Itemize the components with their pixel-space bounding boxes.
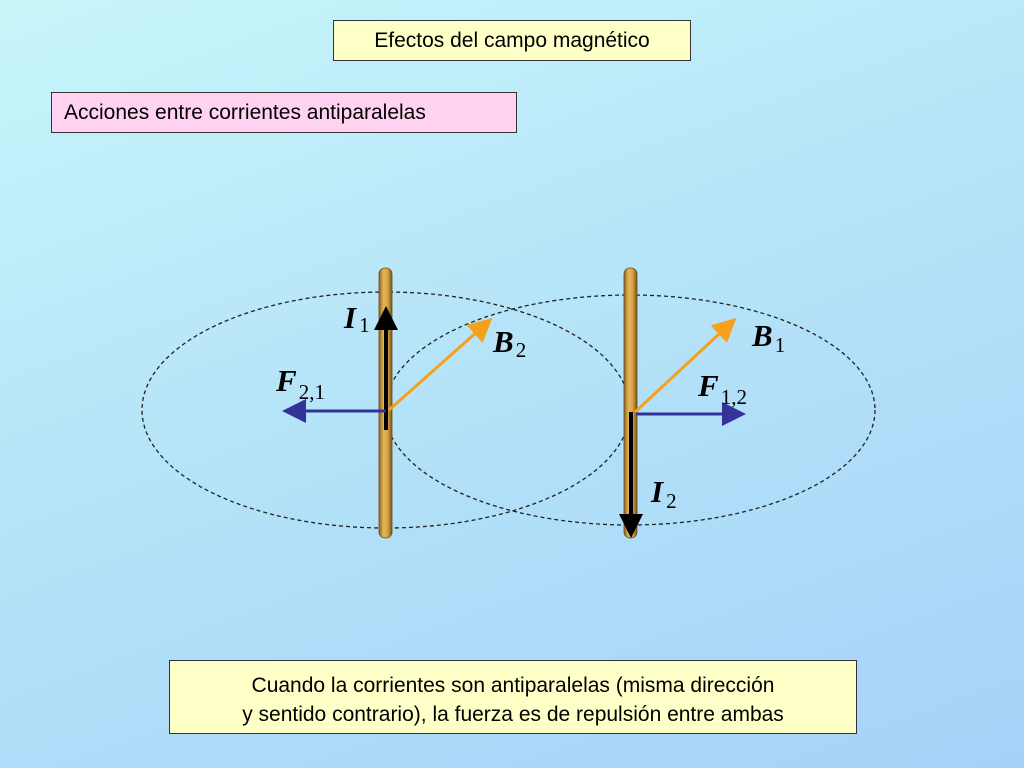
- label-f21: F2,1: [275, 363, 325, 404]
- label-b1: B1: [751, 318, 785, 357]
- subtitle-box: Acciones entre corrientes antiparalelas: [51, 92, 517, 133]
- page-title: Efectos del campo magnético: [374, 29, 650, 52]
- field-b2-arrow: [388, 318, 493, 412]
- caption-line-1: Cuando la corrientes son antiparalelas (…: [251, 674, 775, 697]
- label-b2: B2: [492, 324, 526, 362]
- page-subtitle: Acciones entre corrientes antiparalelas: [64, 101, 426, 124]
- caption-line-2: y sentido contrario), la fuerza es de re…: [242, 703, 784, 726]
- label-f12: F1,2: [697, 368, 747, 409]
- wire-2: [623, 267, 638, 539]
- caption-box: Cuando la corrientes son antiparalelas (…: [169, 660, 857, 734]
- title-box: Efectos del campo magnético: [333, 20, 691, 61]
- field-b1-arrow: [633, 317, 737, 414]
